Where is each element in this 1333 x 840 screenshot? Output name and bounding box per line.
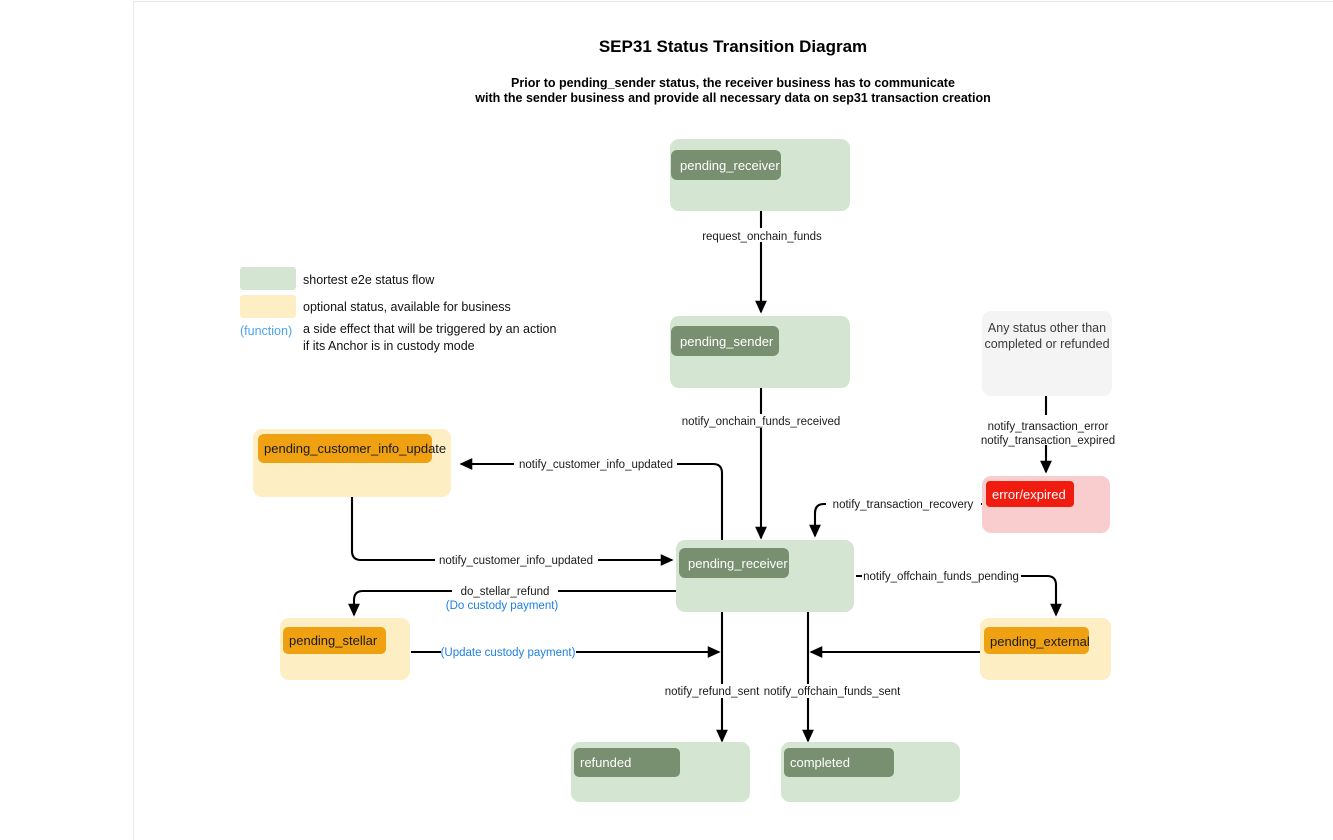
node-badge xyxy=(283,627,386,654)
node-pending-sender[interactable]: pending_sender xyxy=(670,316,850,388)
edge-label-notify-transaction-recovery: notify_transaction_recovery xyxy=(833,499,974,511)
node-badge-label: pending_stellar xyxy=(289,633,378,648)
node-badge xyxy=(574,748,680,777)
legend-function-desc-line-1: a side effect that will be triggered by … xyxy=(303,322,556,336)
node-pending-stellar[interactable]: pending_stellar xyxy=(280,618,410,680)
node-container xyxy=(982,311,1112,396)
node-badge-label: error/expired xyxy=(992,487,1066,502)
node-pending-receiver-top[interactable]: pending_receiver xyxy=(670,139,850,211)
node-badge-label: pending_sender xyxy=(680,334,774,349)
node-pending-receiver-mid[interactable]: pending_receiver xyxy=(676,540,854,612)
edge-label-notify-offchain-funds-pending: notify_offchain_funds_pending xyxy=(863,571,1019,583)
edge-label-notify-customer-info-updated-back: notify_customer_info_updated xyxy=(519,459,673,471)
node-any-status[interactable]: Any status other than completed or refun… xyxy=(982,311,1112,396)
node-pending-external[interactable]: pending_external xyxy=(980,618,1111,680)
node-badge-label: pending_customer_info_update xyxy=(264,441,446,456)
edge-label-notify-customer-info-updated-forward: notify_customer_info_updated xyxy=(439,555,593,567)
legend-label-green: shortest e2e status flow xyxy=(303,273,435,287)
node-badge-label: pending_receiver xyxy=(680,158,780,173)
node-badge-label: pending_external xyxy=(990,634,1090,649)
node-badge-label: pending_receiver xyxy=(688,556,788,571)
edge-label-notify-onchain-funds-received: notify_onchain_funds_received xyxy=(682,416,841,428)
legend: shortest e2e status flow optional status… xyxy=(240,267,556,353)
edge-notify-offchain-funds-pending xyxy=(856,574,1062,617)
node-label-line-2: completed or refunded xyxy=(984,337,1109,351)
edge-label-request-onchain-funds: request_onchain_funds xyxy=(702,231,822,243)
node-badge xyxy=(671,150,781,180)
page-title: SEP31 Status Transition Diagram xyxy=(599,37,867,56)
edges-layer xyxy=(348,211,1062,743)
node-badge-label: completed xyxy=(790,755,850,770)
edge-label-do-stellar-refund: do_stellar_refund xyxy=(461,586,550,598)
node-badge-label: refunded xyxy=(580,755,631,770)
node-refunded[interactable]: refunded xyxy=(571,742,750,802)
legend-function-key: (function) xyxy=(240,324,292,338)
node-completed[interactable]: completed xyxy=(781,742,960,802)
edge-label-notify-offchain-funds-sent: notify_offchain_funds_sent xyxy=(764,686,901,698)
legend-label-orange: optional status, available for business xyxy=(303,300,511,314)
subtitle-line-2: with the sender business and provide all… xyxy=(474,91,990,105)
edge-label-do-custody-payment: (Do custody payment) xyxy=(446,600,559,612)
edge-label-notify-transaction-expired: notify_transaction_expired xyxy=(981,435,1115,447)
edge-labels-layer: request_onchain_funds notify_onchain_fun… xyxy=(435,228,1115,698)
legend-swatch-green xyxy=(240,267,296,290)
edge-notify-transaction-recovery xyxy=(809,502,986,538)
edge-label-notify-refund-sent: notify_refund_sent xyxy=(665,686,760,698)
node-pending-customer-info-update[interactable]: pending_customer_info_update xyxy=(253,429,451,497)
node-badge xyxy=(671,326,779,356)
edge-notify-customer-info-updated-back xyxy=(459,458,724,540)
node-badge xyxy=(258,434,432,463)
node-error-expired[interactable]: error/expired xyxy=(982,476,1110,533)
node-badge xyxy=(784,748,894,777)
node-badge xyxy=(679,548,789,578)
subtitle-line-1: Prior to pending_sender status, the rece… xyxy=(511,76,955,90)
node-badge xyxy=(986,481,1074,507)
legend-function-desc-line-2: if its Anchor is in custody mode xyxy=(303,339,475,353)
edge-label-notify-transaction-error: notify_transaction_error xyxy=(988,421,1109,433)
edge-label-update-custody-payment: (Update custody payment) xyxy=(441,647,576,659)
edge-do-stellar-refund xyxy=(348,589,676,617)
node-badge xyxy=(984,627,1089,654)
edge-notify-customer-info-updated-forward xyxy=(350,497,674,566)
legend-swatch-orange xyxy=(240,295,296,318)
node-label-line-1: Any status other than xyxy=(988,321,1106,335)
